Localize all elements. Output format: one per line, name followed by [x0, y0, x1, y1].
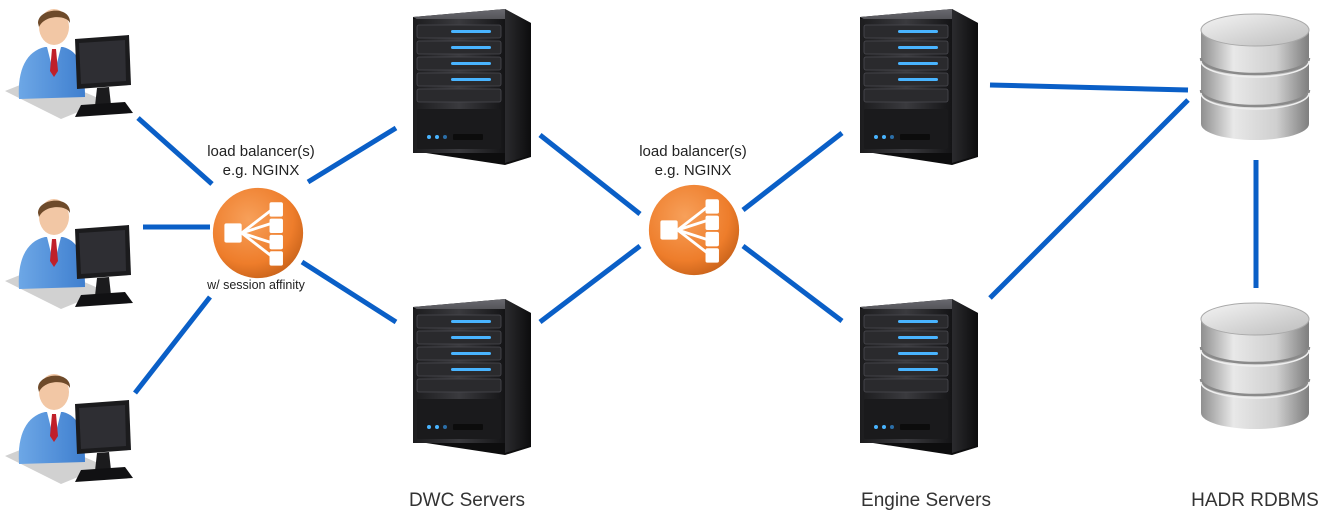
- load-balancer-icon: [211, 186, 305, 280]
- link-lb1-dwc1: [306, 125, 398, 185]
- link-user1-lb1: [136, 116, 214, 186]
- lb1-label-line2: e.g. NGINX: [223, 162, 300, 179]
- link-lb2-engine2: [741, 244, 844, 323]
- lb2-label-line1: load balancer(s): [639, 143, 747, 160]
- lb1-session-note: w/ session affinity: [206, 278, 305, 292]
- lb1-label-line1: load balancer(s): [207, 143, 315, 160]
- engine-servers-label: Engine Servers: [861, 490, 991, 511]
- user-workstation-icon: [5, 374, 133, 484]
- engine-server-icon: [859, 298, 979, 455]
- user-workstation-icon: [5, 9, 133, 119]
- link-lb2-engine1: [741, 131, 844, 212]
- load-balancer-icon: [647, 183, 741, 277]
- link-engine1-db1: [989, 82, 1189, 93]
- engine-server-icon: [859, 8, 979, 165]
- dwc-server-icon: [412, 8, 532, 165]
- link-dwc1-lb2: [538, 133, 642, 216]
- link-engine2-db1: [988, 98, 1190, 300]
- lb2-label-line2: e.g. NGINX: [655, 162, 732, 179]
- user-workstation-icon: [5, 199, 133, 309]
- link-dwc2-lb2: [538, 244, 642, 324]
- link-lb1-dwc2: [300, 259, 398, 325]
- hadr-rdbms-label: HADR RDBMS: [1191, 490, 1319, 511]
- connection-links: [133, 82, 1259, 395]
- database-icon: [1199, 301, 1311, 431]
- link-user3-lb1: [133, 295, 212, 395]
- dwc-servers-label: DWC Servers: [409, 490, 525, 511]
- database-icon: [1199, 12, 1311, 142]
- dwc-server-icon: [412, 298, 532, 455]
